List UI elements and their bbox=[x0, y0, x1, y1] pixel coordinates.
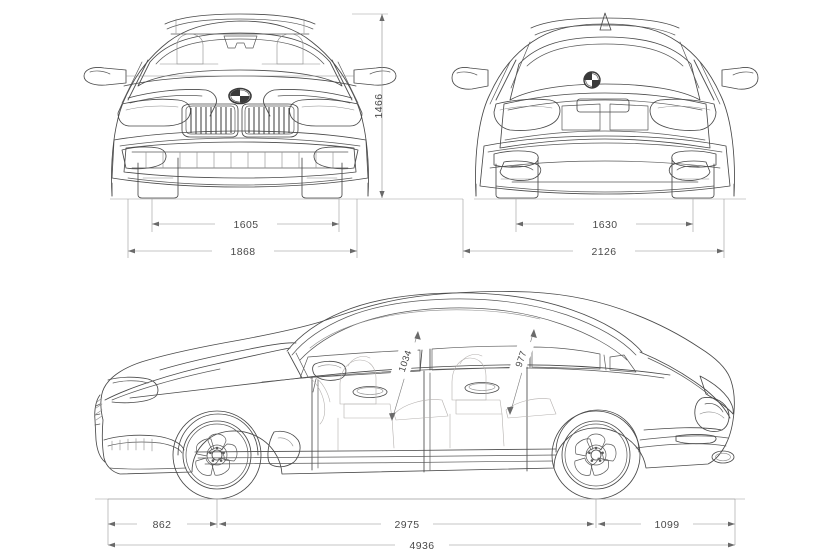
rear-mirror-left bbox=[451, 67, 489, 90]
front-overhang-value: 862 bbox=[153, 519, 172, 531]
rear-view-dimensions: 1630 2126 bbox=[382, 198, 725, 258]
wheelbase-value: 2975 bbox=[395, 519, 420, 531]
rear-overhang-value: 1099 bbox=[655, 519, 680, 531]
rear-track-value: 1630 bbox=[593, 219, 618, 231]
overall-length-value: 4936 bbox=[410, 540, 435, 552]
rear-view-group bbox=[451, 12, 759, 200]
side-front-wheel bbox=[172, 410, 262, 500]
side-headroom-dimensions: 1034 977 bbox=[389, 329, 537, 421]
front-view-group bbox=[83, 13, 397, 200]
front-mirror-left bbox=[83, 67, 127, 86]
side-rear-wheel bbox=[551, 410, 641, 500]
rear-width-value: 2126 bbox=[592, 246, 617, 258]
rear-headroom-value: 977 bbox=[514, 349, 530, 368]
front-bmw-roundel-icon bbox=[228, 87, 252, 105]
front-mirror-right bbox=[353, 67, 397, 86]
rear-bmw-roundel-icon bbox=[583, 71, 601, 89]
side-view-group bbox=[94, 290, 745, 500]
front-height-value: 1466 bbox=[373, 94, 385, 119]
front-view-dimensions: 1466 1605 1868 bbox=[127, 13, 388, 258]
front-track-value: 1605 bbox=[234, 219, 259, 231]
side-view-dimensions: 862 2975 1099 4936 bbox=[107, 498, 736, 552]
front-kidney-grille-right bbox=[241, 103, 299, 138]
rear-mirror-right bbox=[721, 67, 759, 90]
front-width-value: 1868 bbox=[231, 246, 256, 258]
front-kidney-grille-left bbox=[181, 103, 239, 138]
